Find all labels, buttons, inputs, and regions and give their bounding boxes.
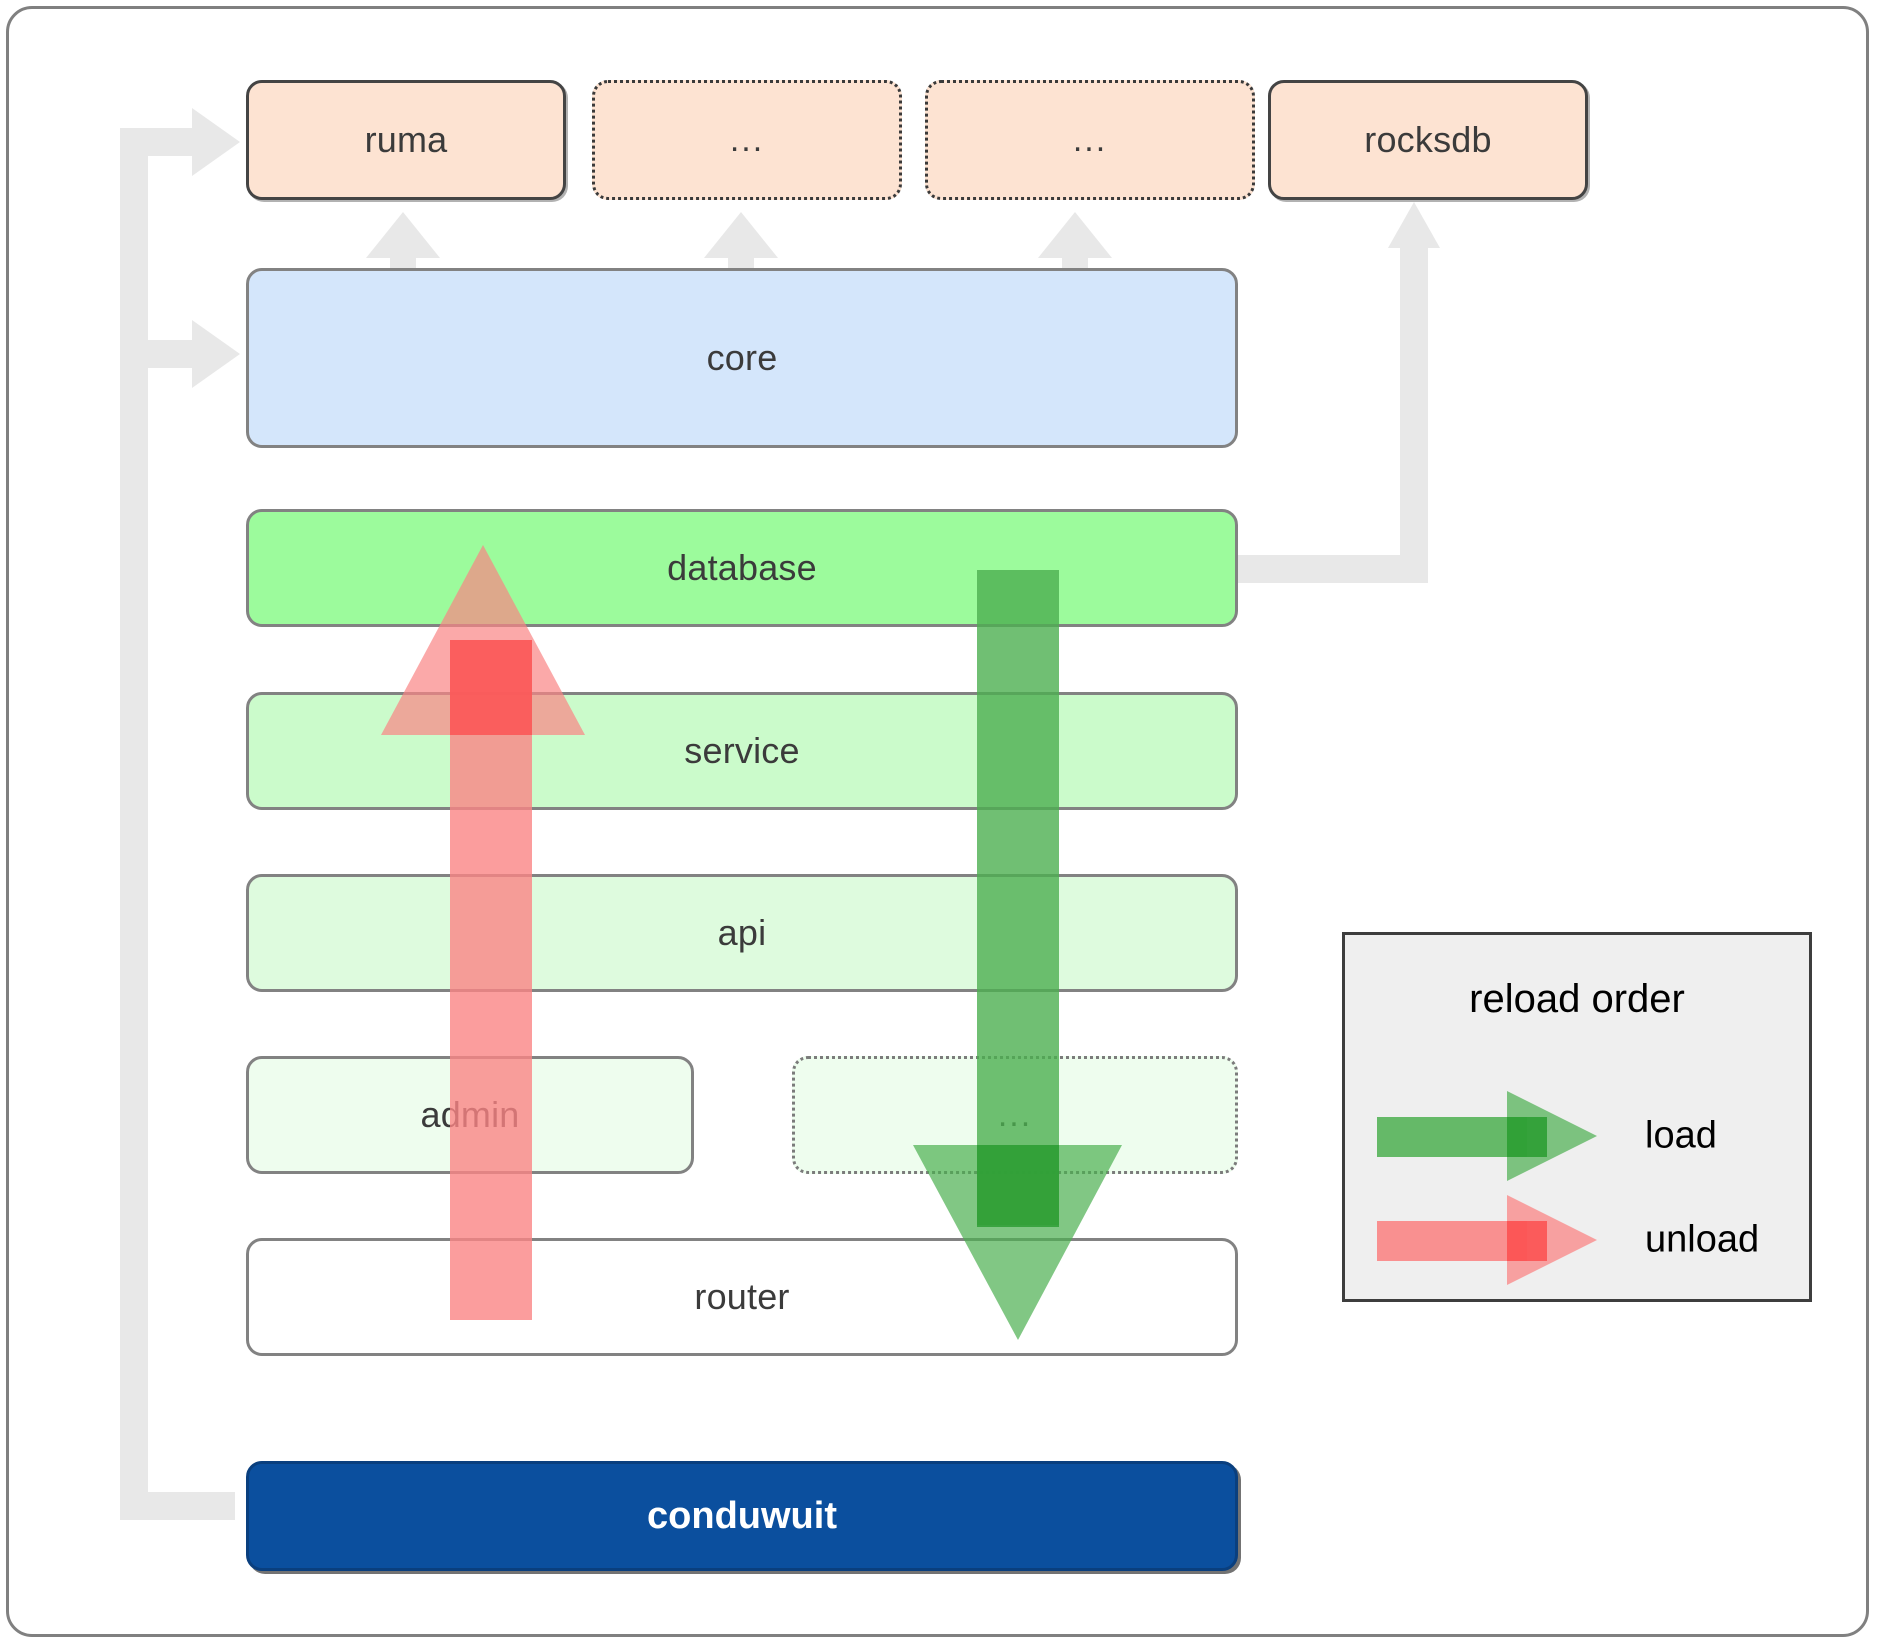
layer-label-database: database [667,547,817,588]
root-label-conduwuit: conduwuit [647,1494,837,1537]
legend-label-unload: unload [1645,1218,1760,1261]
layer-label-api: api [717,912,767,953]
dep-label-ruma: ruma [364,119,448,160]
layer-label-service: service [684,730,800,771]
root-node-conduwuit[interactable]: conduwuit [246,1461,1238,1571]
dep-node-ruma[interactable]: ruma [246,80,566,200]
layer-node-database[interactable]: database [246,509,1238,627]
layer-node-service[interactable]: service [246,692,1238,810]
dep-node-dots-2[interactable]: ... [925,80,1255,200]
legend-title: reload order [1469,977,1685,1021]
dep-label-rocksdb: rocksdb [1364,119,1492,160]
layer-label-dots-low: ... [997,1096,1033,1134]
layer-node-admin[interactable]: admin [246,1056,694,1174]
legend-row-unload: unload [1345,1195,1809,1285]
dep-label-dots-1: ... [729,121,765,159]
legend-unload-arrow-icon [1377,1195,1597,1285]
legend-label-load: load [1645,1114,1717,1157]
dep-label-dots-2: ... [1072,121,1108,159]
layer-label-core: core [706,337,778,378]
layer-node-api[interactable]: api [246,874,1238,992]
layer-node-core[interactable]: core [246,268,1238,448]
legend-row-load: load [1345,1091,1809,1181]
layer-label-admin: admin [420,1094,520,1135]
legend-box: reload order load unload [1342,932,1812,1302]
layer-node-dots-low[interactable]: ... [792,1056,1238,1174]
layer-label-router: router [694,1276,790,1317]
dep-node-dots-1[interactable]: ... [592,80,902,200]
layer-node-router[interactable]: router [246,1238,1238,1356]
legend-load-arrow-icon [1377,1091,1597,1181]
dep-node-rocksdb[interactable]: rocksdb [1268,80,1588,200]
